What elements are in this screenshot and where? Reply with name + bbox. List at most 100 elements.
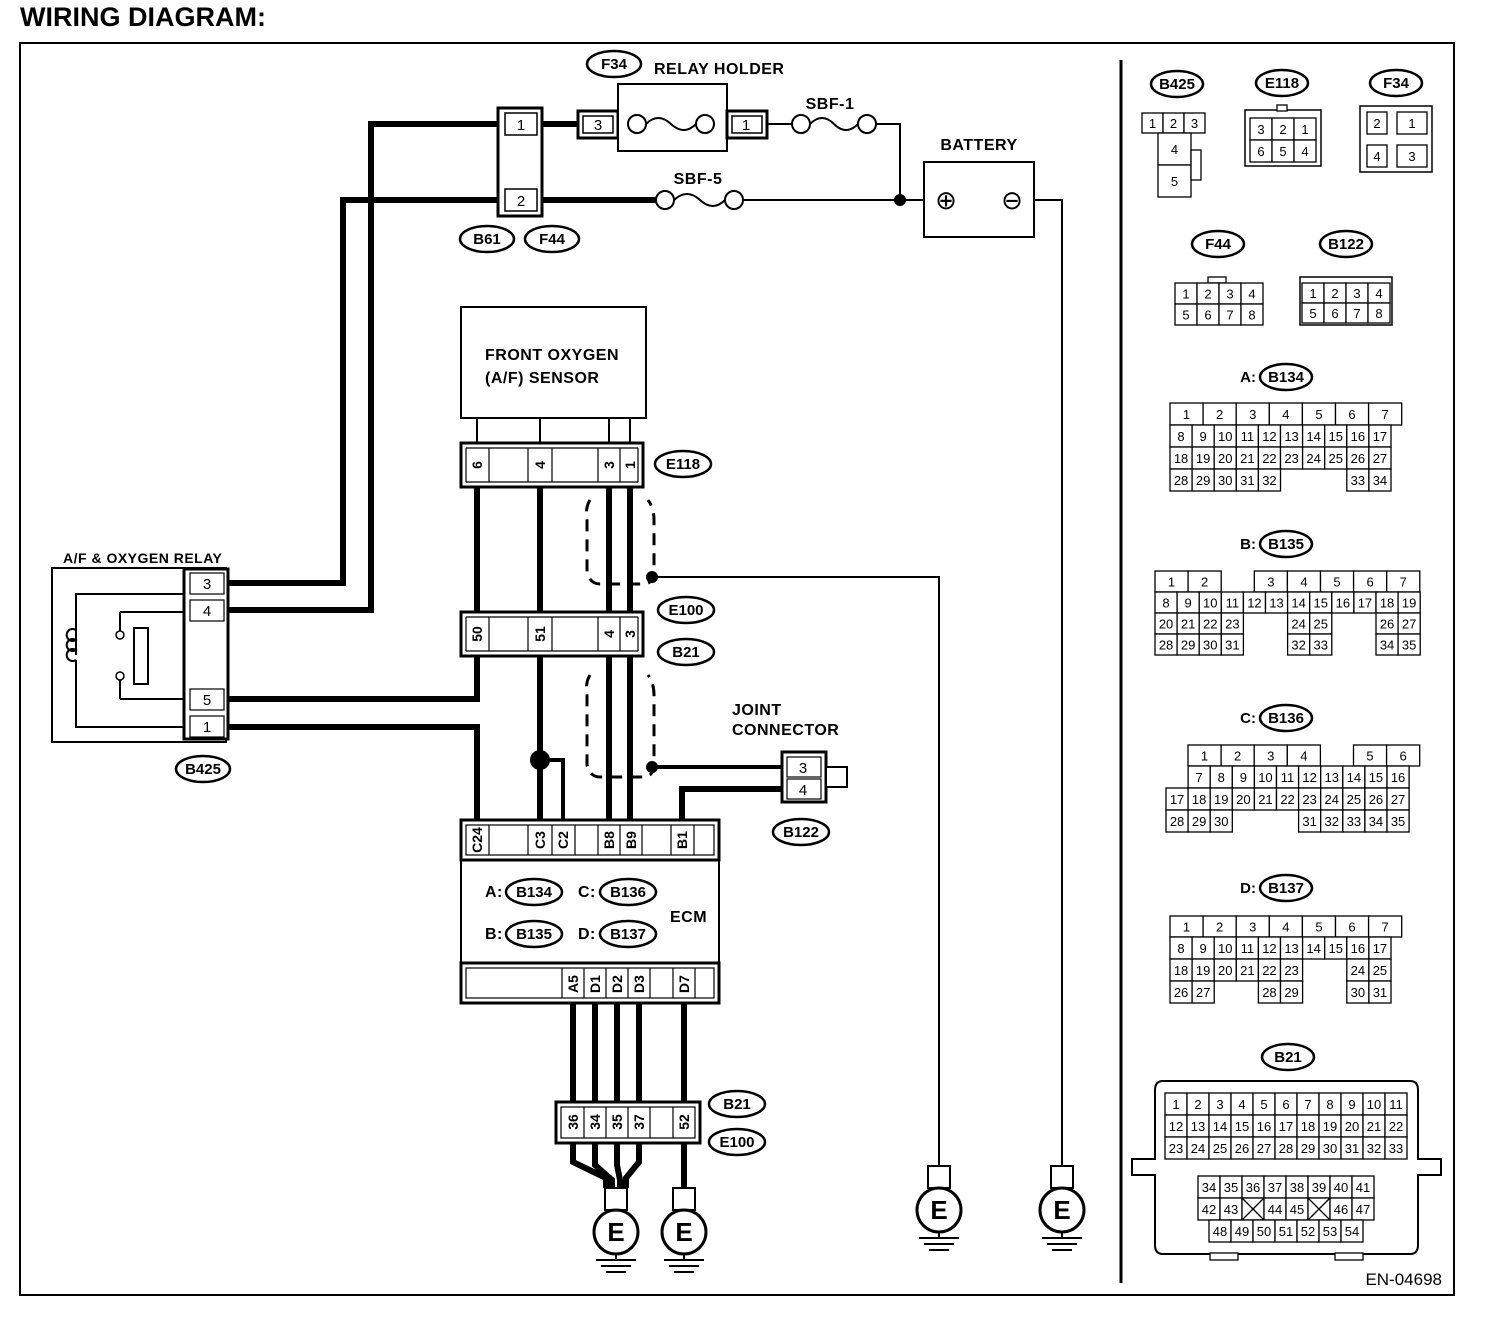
cv-b137-pin: 22 (1262, 963, 1276, 978)
cv-b135-pin: 22 (1203, 617, 1217, 632)
cv-b136-pin-cell (1386, 809, 1410, 833)
cv-f44-pin: 1 (1182, 287, 1189, 302)
cv-b134-pin: 5 (1315, 407, 1322, 422)
ecm-b-id: B135 (516, 926, 552, 943)
cv-f34-pin-cell (1396, 144, 1428, 168)
cv-b134-pin: 24 (1306, 451, 1320, 466)
cv-b134-pin-cell (1257, 468, 1282, 492)
cv-b137-pin: 10 (1218, 941, 1232, 956)
cv-b137-tag (1258, 873, 1314, 903)
cv-b136-id: B136 (1268, 710, 1304, 727)
cv-b135-pin: 18 (1380, 596, 1394, 611)
cv-b137-pin: 13 (1284, 941, 1298, 956)
ecm-b-prefix: B: (485, 926, 503, 943)
cv-f34-pin-cell (1366, 111, 1388, 135)
b21-bottom-pin-1: 34 (587, 1114, 603, 1130)
b425-pin-3: 1 (203, 719, 211, 736)
cv-b136-pin: 3 (1267, 749, 1274, 764)
b21-id: B21 (672, 644, 700, 661)
e100-id: E100 (668, 602, 703, 619)
ecm-c-id: B136 (610, 884, 646, 901)
cv-f34-pin: 4 (1373, 149, 1380, 164)
cv-b21-pin: 20 (1345, 1119, 1359, 1134)
b122-id: B122 (783, 824, 819, 841)
cv-b136-pin: 8 (1218, 770, 1225, 785)
relay-holder-id: F34 (601, 56, 628, 73)
cv-b21-pin: 41 (1356, 1180, 1370, 1195)
cv-b136-pin: 28 (1170, 814, 1184, 829)
cv-b134-pin: 34 (1373, 473, 1387, 488)
cv-b134-pin: 4 (1282, 407, 1289, 422)
ecm-a-prefix: A: (485, 884, 503, 901)
cv-b21-pin: 51 (1279, 1224, 1293, 1239)
cv-b425-id: B425 (1159, 76, 1195, 93)
cv-b137-pin: 23 (1284, 963, 1298, 978)
ground-stub (604, 1187, 628, 1211)
cv-b21-pin: 50 (1257, 1224, 1271, 1239)
cv-f44-pin-cell (1240, 303, 1264, 326)
cv-b134-pin: 27 (1373, 451, 1387, 466)
cv-b134-pin: 3 (1249, 407, 1256, 422)
cv-b21-pin: 33 (1389, 1141, 1403, 1156)
cv-f44-pin: 8 (1248, 308, 1255, 323)
cv-b21-pin: 21 (1367, 1119, 1381, 1134)
page-title: WIRING DIAGRAM: (20, 2, 266, 32)
ecm-bottom-pin-4: D7 (676, 975, 692, 993)
cv-b134-prefix: A: (1240, 369, 1256, 386)
cv-b21-latch (1334, 1252, 1364, 1261)
cv-b137-pin: 4 (1282, 920, 1289, 935)
b21-pin-1: 51 (532, 626, 548, 642)
cv-b136-pin: 22 (1280, 792, 1294, 807)
cv-b134-pin: 23 (1284, 451, 1298, 466)
footer-code: EN-04698 (1365, 1270, 1442, 1289)
cv-b137-pin-cell (1191, 980, 1215, 1004)
ecm-top-pin-3: B8 (601, 831, 617, 849)
cv-b134-pin: 2 (1216, 407, 1223, 422)
cv-f34-pin-cell (1366, 144, 1388, 168)
cv-b136-pin: 13 (1325, 770, 1339, 785)
cv-b135-pin: 29 (1181, 638, 1195, 653)
cv-f44-pin: 2 (1204, 287, 1211, 302)
fuse-sbf-5-label: SBF-5 (674, 171, 723, 188)
cv-b21-pin: 3 (1216, 1097, 1223, 1112)
ground-stub (672, 1187, 696, 1211)
cv-b136-pin: 26 (1369, 792, 1383, 807)
cv-b137-pin: 30 (1351, 985, 1365, 1000)
ecm-bottom-pin-0: A5 (565, 975, 581, 993)
cv-e118-pin-cell (1293, 139, 1317, 163)
cv-b137-pin: 8 (1177, 941, 1184, 956)
e118-pin-3: 1 (622, 461, 638, 469)
cv-b21-pin: 25 (1213, 1141, 1227, 1156)
junction-dots (530, 194, 906, 773)
cv-f44-pin: 7 (1226, 308, 1233, 323)
cv-b122-pin: 6 (1331, 306, 1338, 321)
cv-b21-pin: 8 (1326, 1097, 1333, 1112)
cv-b21-pin: 18 (1301, 1119, 1315, 1134)
cv-b135-pin: 9 (1185, 596, 1192, 611)
cv-b21-pin: 35 (1224, 1180, 1238, 1195)
cv-b135-pin: 24 (1291, 617, 1305, 632)
e118-pin-0: 6 (469, 461, 485, 469)
cv-b136-pin: 1 (1201, 749, 1208, 764)
cv-b134-pin: 10 (1218, 429, 1232, 444)
cv-b21-pin: 10 (1367, 1097, 1381, 1112)
cv-b21-pin: 27 (1257, 1141, 1271, 1156)
cv-b21-pin: 24 (1191, 1141, 1205, 1156)
f44-id: F44 (539, 231, 566, 248)
cv-b137-pin: 21 (1240, 963, 1254, 978)
cv-b21-pin: 42 (1202, 1202, 1216, 1217)
holder-pin-1: 1 (517, 117, 525, 134)
cv-b137-pin: 20 (1218, 963, 1232, 978)
cv-b137-pin: 14 (1306, 941, 1320, 956)
cv-b137-pin: 17 (1373, 941, 1387, 956)
e100-tag (656, 595, 716, 625)
e118-id: E118 (666, 456, 700, 473)
cv-b122-pin: 5 (1309, 306, 1316, 321)
ground-label: E (607, 1217, 624, 1247)
cv-b136-pin-cell (1209, 809, 1233, 833)
cv-b134-pin: 9 (1200, 429, 1207, 444)
cv-b21-pin: 7 (1304, 1097, 1311, 1112)
cv-f34-tag (1368, 68, 1424, 98)
cv-b137-pin: 7 (1382, 920, 1389, 935)
